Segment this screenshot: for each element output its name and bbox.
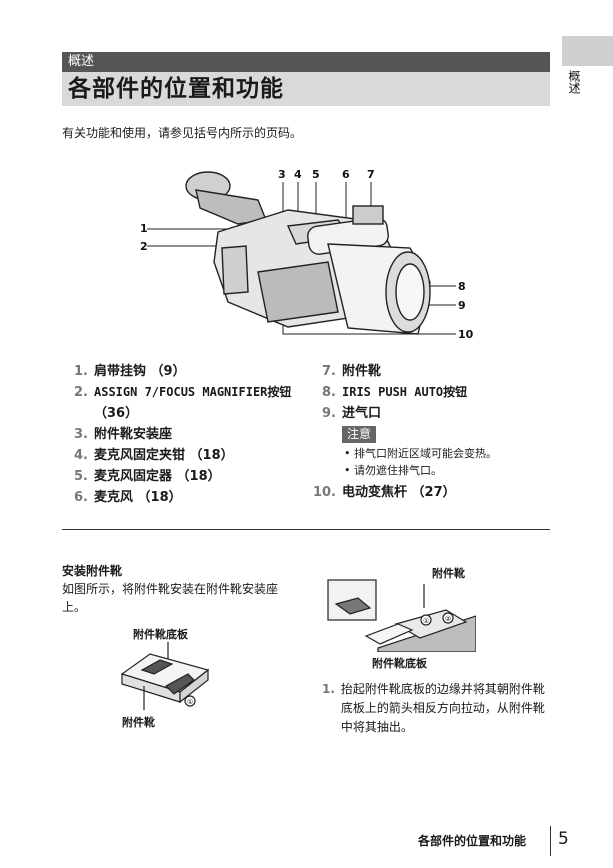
- callout-7: 7: [367, 168, 375, 181]
- page-title: 各部件的位置和功能: [62, 72, 550, 106]
- fig-left-top-label: 附件靴底板: [133, 628, 188, 641]
- note-bullet: • 请勿遮住排气口。: [344, 464, 442, 477]
- page-number: 5: [558, 829, 569, 849]
- note-bullet: • 排气口附近区域可能会变热。: [344, 447, 497, 460]
- footer-divider: [550, 826, 551, 856]
- section-label: 概述: [62, 52, 550, 72]
- list-item: 10.电动变焦杆 （27）: [312, 485, 456, 500]
- callout-10: 10: [458, 328, 474, 341]
- callout-1: 1: [140, 222, 148, 235]
- side-label: 概述: [567, 70, 581, 94]
- side-tab: [562, 36, 613, 66]
- callout-9: 9: [458, 299, 466, 312]
- list-item: 7.附件靴: [322, 364, 382, 379]
- divider: [62, 529, 550, 530]
- callout-6: 6: [342, 168, 350, 181]
- list-item: 4.麦克风固定夹钳 （18）: [74, 448, 234, 463]
- accessory-text: 如图所示，将附件靴安装在附件靴安装座上。: [62, 582, 279, 614]
- footer-title: 各部件的位置和功能: [418, 834, 527, 848]
- fig-left-bottom-label: 附件靴: [122, 716, 155, 729]
- list-item: 6.麦克风 （18）: [74, 490, 182, 505]
- parts-list-left: 1.肩带挂钩 （9） 2.ASSIGN 7/FOCUS MAGNIFIER按钮 …: [62, 361, 312, 508]
- accessory-shoe-figure-left: ①: [120, 642, 210, 710]
- callout-5: 5: [312, 168, 320, 181]
- fig-right-marker-2: ②: [445, 615, 451, 623]
- fig-right-bottom-label: 附件靴底板: [372, 657, 427, 670]
- list-item: 3.附件靴安装座: [74, 427, 173, 442]
- list-item: 5.麦克风固定器 （18）: [74, 469, 221, 484]
- callout-2: 2: [140, 240, 148, 253]
- callout-4: 4: [294, 168, 302, 181]
- camcorder-figure: 1 2 3 4 5 6 7 8 9 10: [140, 168, 474, 341]
- fig-right-marker-1: ①: [423, 617, 429, 625]
- step-1: 1. 抬起附件靴底板的边缘并将其朝附件靴底板上的箭头相反方向拉动，从附件靴中将其…: [322, 682, 545, 734]
- note-badge: 注意: [342, 426, 377, 443]
- intro-text: 有关功能和使用，请参见括号内所示的页码。: [62, 126, 303, 140]
- callout-8: 8: [458, 280, 466, 293]
- list-item: 8.IRIS PUSH AUTO按钮: [322, 385, 468, 400]
- fig-right-top-label: 附件靴: [432, 567, 465, 580]
- list-item-cont: （36）: [94, 406, 139, 421]
- fig-left-marker: ①: [187, 698, 193, 706]
- list-item: 1.肩带挂钩 （9）: [74, 364, 186, 379]
- accessory-shoe-figure-right: ① ②: [327, 579, 476, 652]
- list-item: 2.ASSIGN 7/FOCUS MAGNIFIER按钮: [74, 385, 292, 400]
- parts-list-right: 7.附件靴 8.IRIS PUSH AUTO按钮 9.进气口 注意 • 排气口附…: [310, 361, 560, 503]
- list-item: 9.进气口: [322, 406, 382, 421]
- accessory-title: 安装附件靴: [62, 564, 123, 578]
- callout-3: 3: [278, 168, 286, 181]
